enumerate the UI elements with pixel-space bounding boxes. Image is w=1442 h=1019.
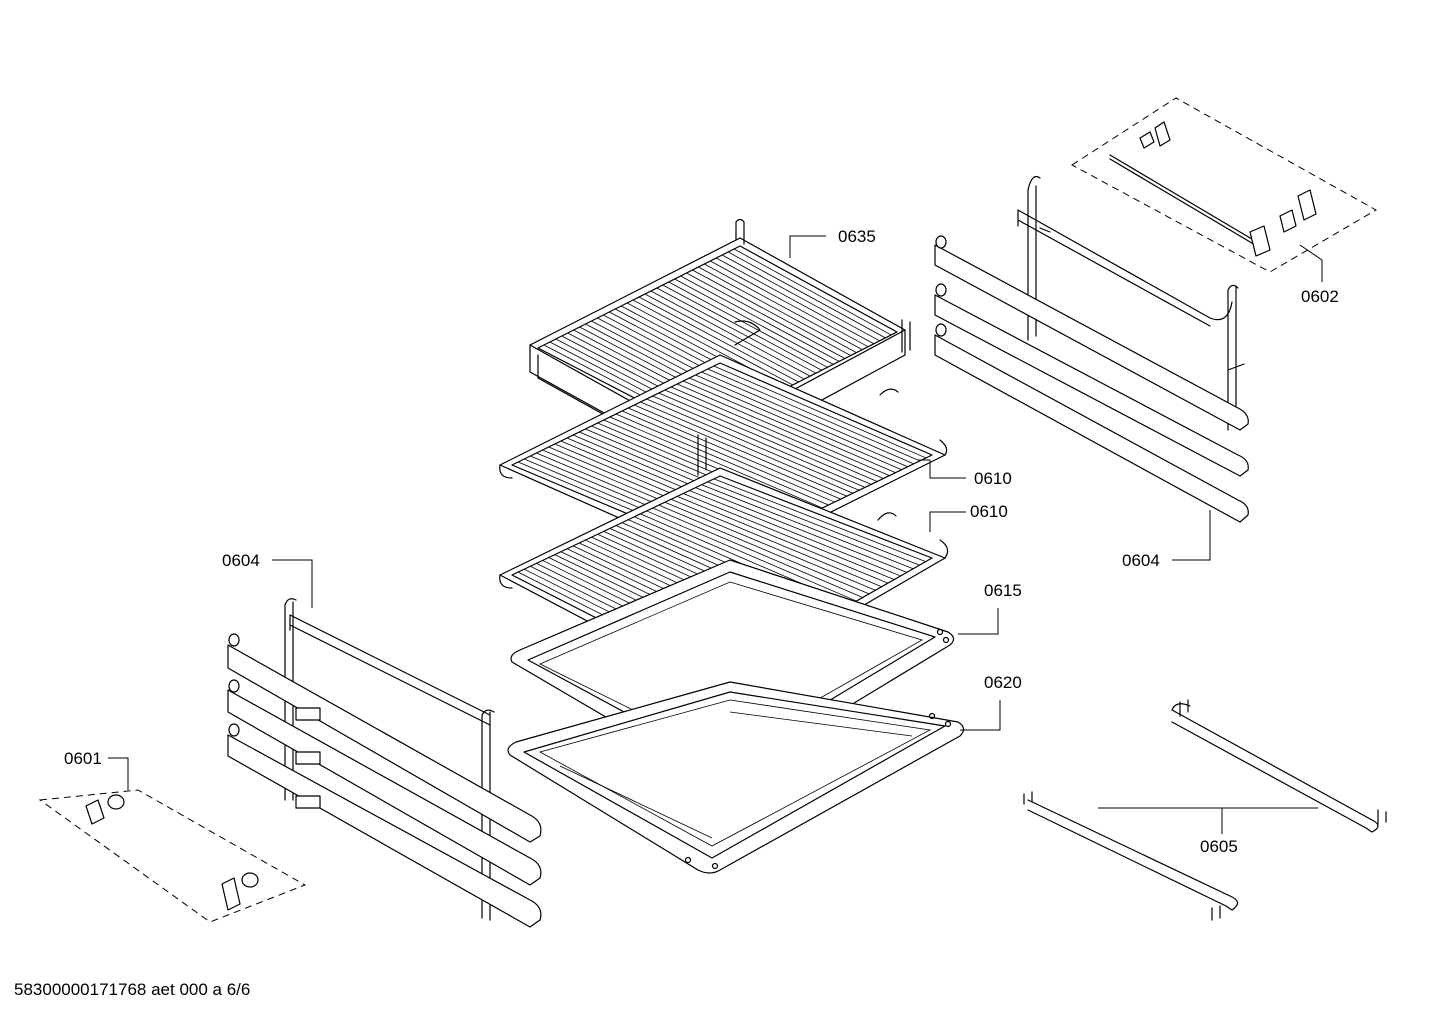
rack-wire	[710, 260, 869, 348]
rack-wire	[674, 278, 834, 365]
rack-wire	[634, 404, 847, 497]
rack-wire	[683, 380, 896, 474]
rack-wire	[677, 383, 890, 476]
rack-wire	[692, 269, 851, 356]
rack-wire	[698, 266, 857, 353]
side-rail-ladder-right	[934, 175, 1249, 523]
rack-wire	[677, 496, 889, 584]
callout-0601: 0601	[64, 749, 102, 768]
rack-wire	[640, 401, 854, 494]
rack-wire	[650, 290, 811, 377]
rack-wire	[664, 501, 876, 591]
rack-wire	[632, 299, 793, 386]
rack-wire	[628, 407, 841, 500]
callout-0602: 0602	[1301, 287, 1339, 306]
rack-wire	[662, 284, 822, 371]
guide-rods-0605	[1023, 699, 1387, 921]
rack-wire	[615, 413, 829, 506]
rack-wire	[713, 365, 927, 459]
callout-leader-lines	[108, 235, 1323, 834]
rack-wire	[652, 395, 866, 488]
rack-wire	[646, 398, 860, 491]
rack-wire	[689, 377, 902, 471]
rack-wire	[704, 263, 863, 350]
rack-wire	[638, 296, 799, 383]
rack-wire	[707, 368, 920, 462]
callout-0605: 0605	[1200, 837, 1238, 856]
callout-0610-upper: 0610	[974, 469, 1012, 488]
fixing-kit-0602	[1071, 97, 1378, 273]
rack-wire	[658, 504, 870, 595]
rack-wire	[721, 254, 880, 342]
rack-wire	[695, 374, 908, 468]
callout-0635: 0635	[838, 227, 876, 246]
rack-wire	[713, 478, 926, 562]
rack-wire	[644, 293, 805, 380]
callout-0610-lower: 0610	[970, 502, 1008, 521]
side-rail-ladder-left	[227, 598, 542, 928]
rack-wire	[727, 251, 886, 339]
rack-wire	[668, 281, 828, 368]
rack-wire	[689, 490, 901, 577]
rack-wire	[701, 371, 914, 465]
rack-wire	[658, 392, 872, 485]
roasting-pan-0620	[507, 681, 965, 874]
rack-wire	[664, 389, 878, 482]
callout-0615: 0615	[984, 581, 1022, 600]
rack-wire	[621, 410, 835, 503]
rack-wire	[680, 275, 840, 362]
callout-labels: 0635 0602 0610 0610 0604 0604 0615 0620 …	[64, 227, 1339, 856]
rack-wire	[707, 481, 920, 566]
rack-wire	[733, 248, 892, 336]
rack-wire	[656, 287, 817, 374]
rack-wire	[670, 386, 884, 479]
rack-wire	[646, 510, 857, 602]
rack-wire	[716, 257, 875, 345]
rack-wire	[652, 507, 863, 598]
fixing-kit-0601	[38, 789, 307, 923]
callout-0604-left: 0604	[222, 551, 260, 570]
document-id: 58300000171768 aet 000 a 6/6	[14, 980, 251, 999]
rack-wire	[683, 493, 895, 580]
rack-wire	[670, 498, 882, 588]
rack-wire	[695, 487, 907, 573]
rack-wire	[609, 416, 823, 509]
rack-wire	[701, 484, 914, 570]
callout-0604-right: 0604	[1122, 551, 1160, 570]
callout-0620: 0620	[984, 673, 1022, 692]
rack-wire	[686, 272, 846, 359]
